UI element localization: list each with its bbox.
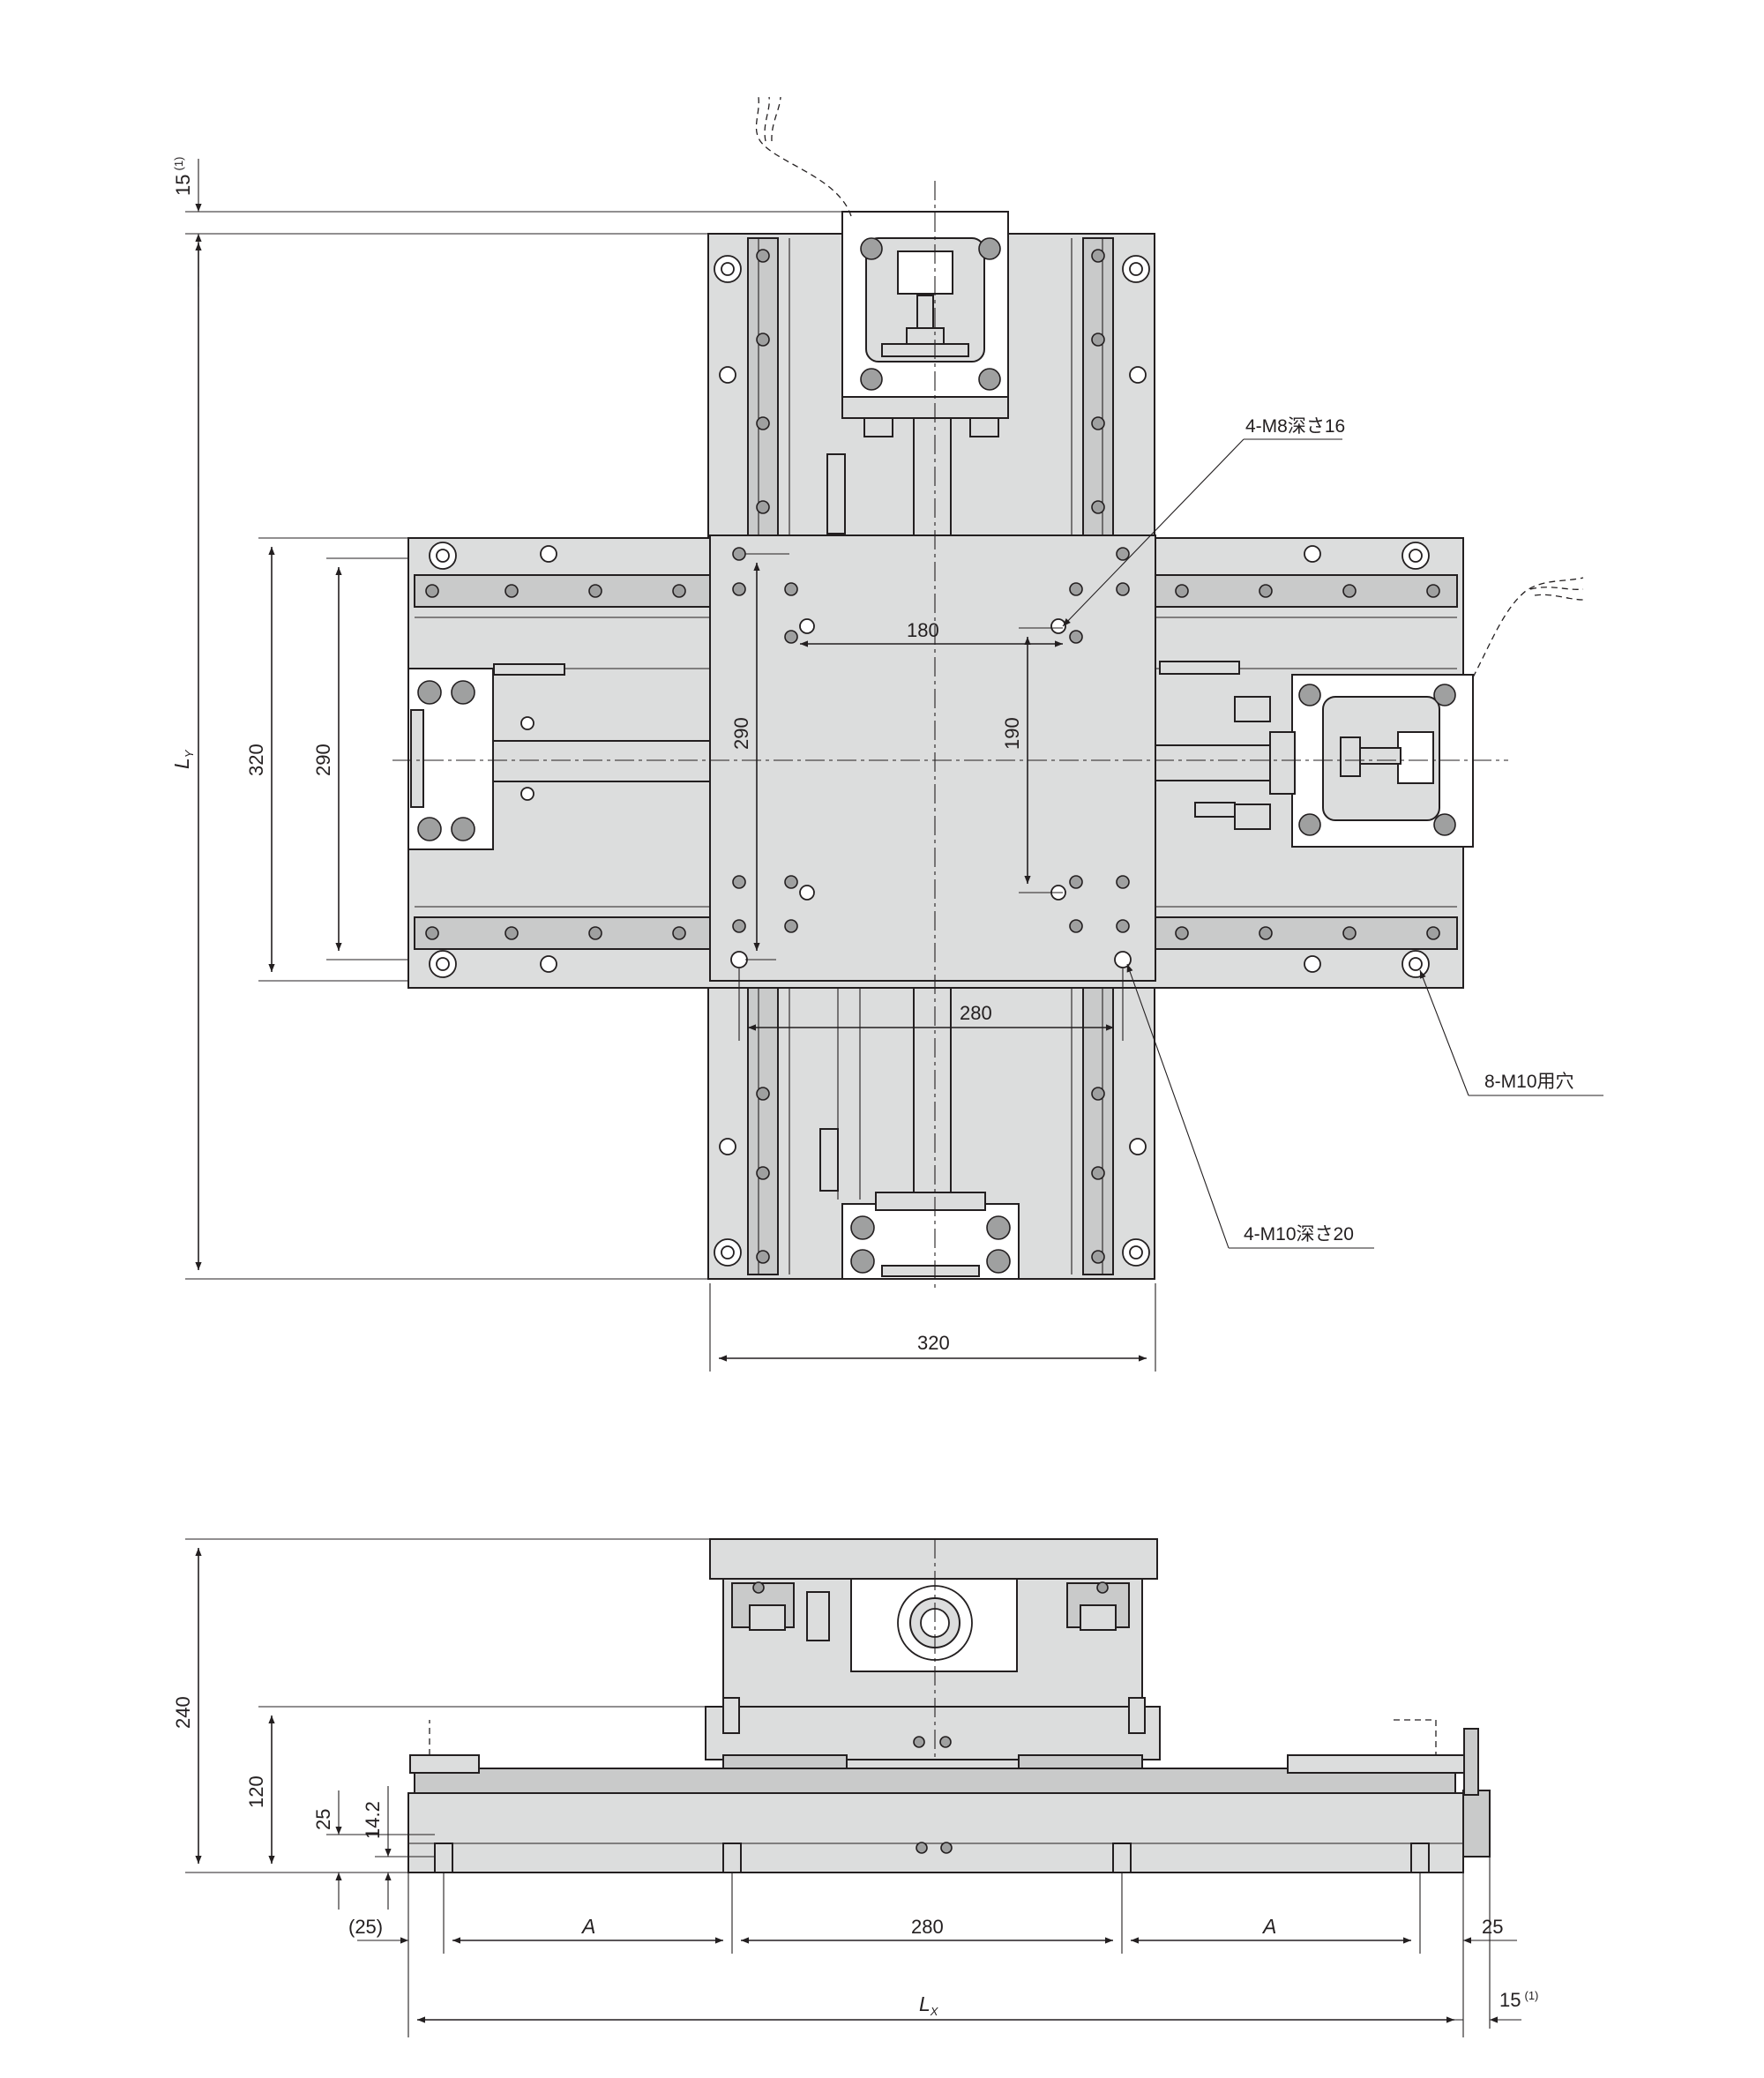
top-view: 15(1) LY 320 290 290 180 [170, 96, 1603, 1372]
x-rail-bolts [425, 584, 1440, 940]
dim-overtravel-x-text: 15(1) [1499, 1989, 1538, 2011]
dim-hole-pitch-x: 180 [800, 619, 1063, 647]
dim-table-width-text: 320 [917, 1332, 950, 1354]
dim-lower-height: 120 [245, 1706, 706, 1864]
dim-right-offset-text: 25 [1482, 1916, 1503, 1938]
dim-total-height: 240 [172, 1538, 710, 1873]
dim-hole-pitch-y-text: 190 [1001, 717, 1023, 750]
dim-foot-text: 14.2 [362, 1801, 384, 1839]
dim-length-y: LY [170, 243, 708, 1280]
dim-length-x-text: LX [919, 1992, 939, 2018]
dim-table-hole-y-text: 290 [730, 717, 752, 750]
callout-mount-text: 8-M10用穴 [1484, 1072, 1574, 1092]
dim-base-plate: 25 [312, 1790, 435, 1910]
y-rail-bolts [756, 249, 1105, 1264]
dim-base-plate-text: 25 [312, 1809, 334, 1830]
dim-foot: 14.2 [362, 1786, 435, 1910]
dim-table-outer: 320 [245, 537, 408, 982]
dim-rail-span-text: 290 [312, 744, 334, 776]
dim-table-width: 320 [709, 1283, 1156, 1372]
dim-table-hole-y: 290 [730, 553, 789, 961]
dim-bottom-pitches: (25) A 280 A 25 [348, 1857, 1517, 2037]
callout-mount: 8-M10用穴 [1419, 969, 1603, 1096]
callout-m8-text: 4-M8深さ16 [1245, 416, 1345, 437]
top-table [709, 534, 1156, 982]
dim-base-hole-pitch-text: 280 [960, 1002, 992, 1024]
dim-rail-span: 290 [312, 557, 408, 961]
dim-length-x: LX 15(1) [417, 1989, 1538, 2023]
dim-pitch-a-left-text: A [580, 1915, 595, 1938]
dim-center-pitch-text: 280 [911, 1916, 944, 1938]
dim-left-offset-text: (25) [348, 1916, 383, 1938]
dim-hole-pitch-x-text: 180 [907, 619, 939, 641]
callout-m10-text: 4-M10深さ20 [1244, 1224, 1354, 1245]
dim-overtravel-y: 15(1) [172, 157, 851, 287]
callout-m10: 4-M10深さ20 [1126, 963, 1374, 1249]
dim-length-y-text: LY [170, 749, 196, 769]
callout-m8: 4-M8深さ16 [1062, 416, 1345, 627]
dim-table-outer-text: 320 [245, 744, 267, 776]
x-axis-base [407, 537, 1474, 989]
dim-pitch-a-right-text: A [1261, 1915, 1276, 1938]
dim-overtravel-y-text: 15(1) [172, 157, 194, 196]
dim-lower-height-text: 120 [245, 1775, 267, 1808]
dim-base-hole-pitch: 280 [738, 968, 1124, 1041]
side-view: 240 120 25 14.2 [172, 1538, 1538, 2037]
dim-total-height-text: 240 [172, 1696, 194, 1729]
dim-hole-pitch-y: 190 [1001, 627, 1063, 893]
